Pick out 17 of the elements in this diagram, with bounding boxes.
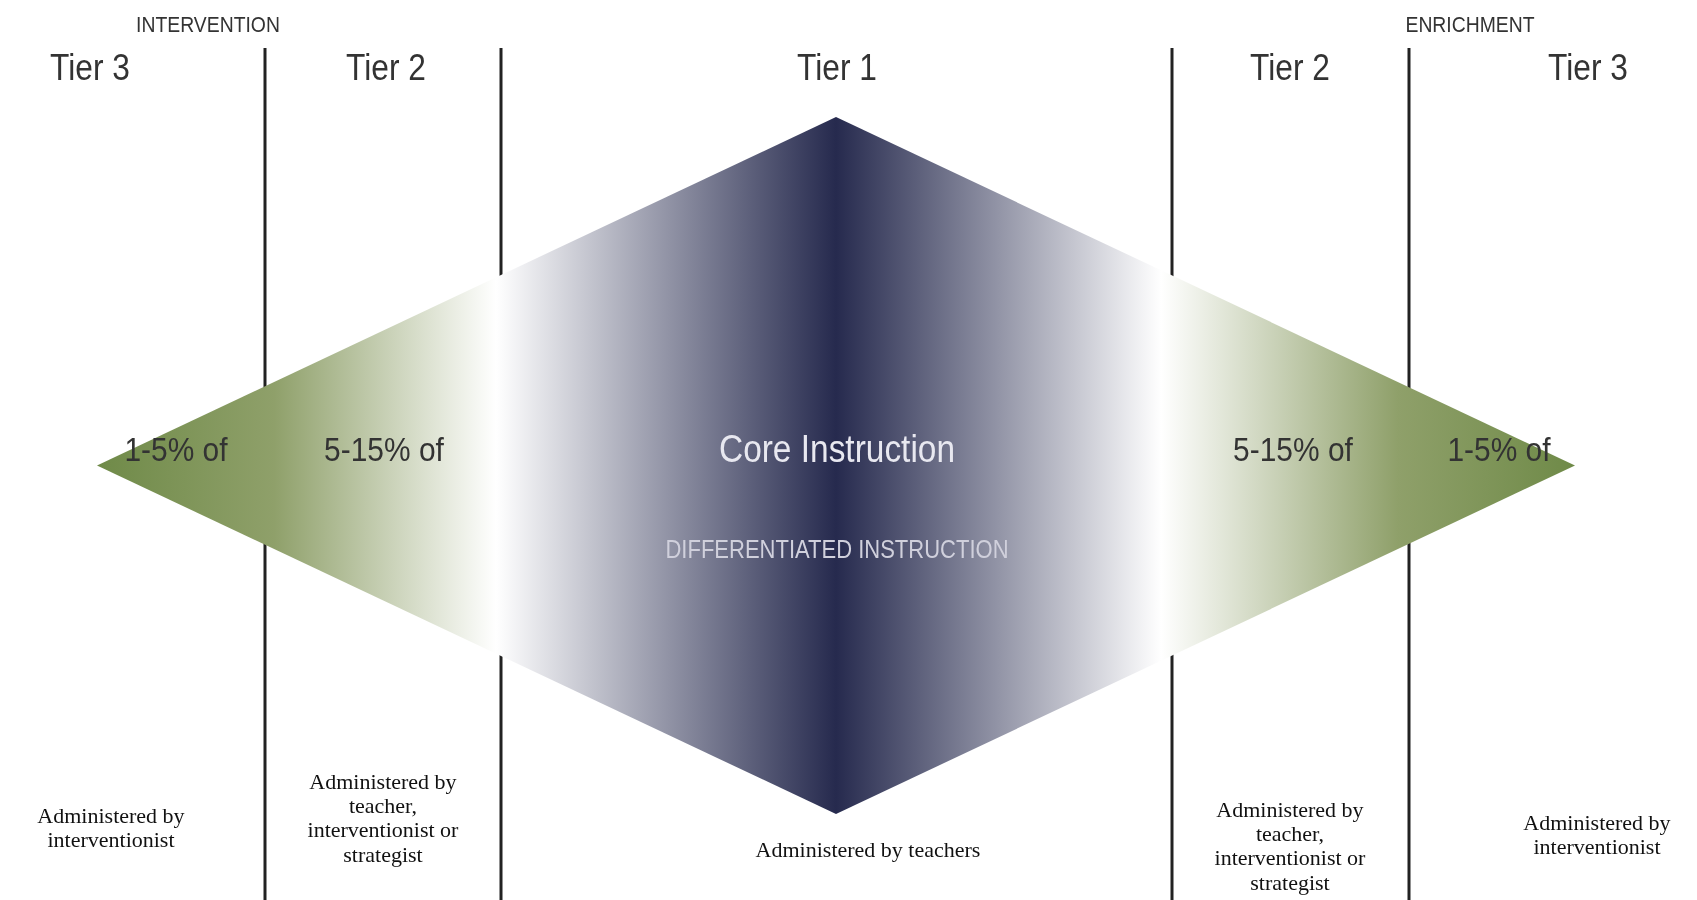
section-heading: ENRICHMENT bbox=[1405, 12, 1535, 38]
tier-heading: Tier 2 bbox=[1250, 47, 1330, 89]
differentiated-instruction-text: DIFFERENTIATED INSTRUCTION bbox=[665, 534, 1009, 564]
percent-text: 5-15% of bbox=[1233, 429, 1353, 469]
tier-heading: Tier 1 bbox=[797, 47, 877, 89]
tier-heading: Tier 3 bbox=[1548, 47, 1628, 89]
percent-text: 5-15% of bbox=[324, 429, 444, 469]
section-heading: INTERVENTION bbox=[136, 12, 280, 38]
tier-heading: Tier 2 bbox=[346, 47, 426, 89]
tier-heading: Tier 3 bbox=[50, 47, 130, 89]
administered-note: Administered by teachers bbox=[754, 837, 982, 863]
administered-note: Administered by interventionist bbox=[1522, 810, 1672, 860]
administered-note: Administered by teacher, interventionist or strategist bbox=[306, 769, 460, 867]
administered-note: Administered by teacher, interventionist or strategist bbox=[1213, 797, 1367, 895]
administered-note: Administered by interventionist bbox=[36, 803, 186, 853]
core-instruction-title: Core Instruction bbox=[719, 427, 955, 471]
percent-text: 1-5% of bbox=[124, 429, 228, 469]
